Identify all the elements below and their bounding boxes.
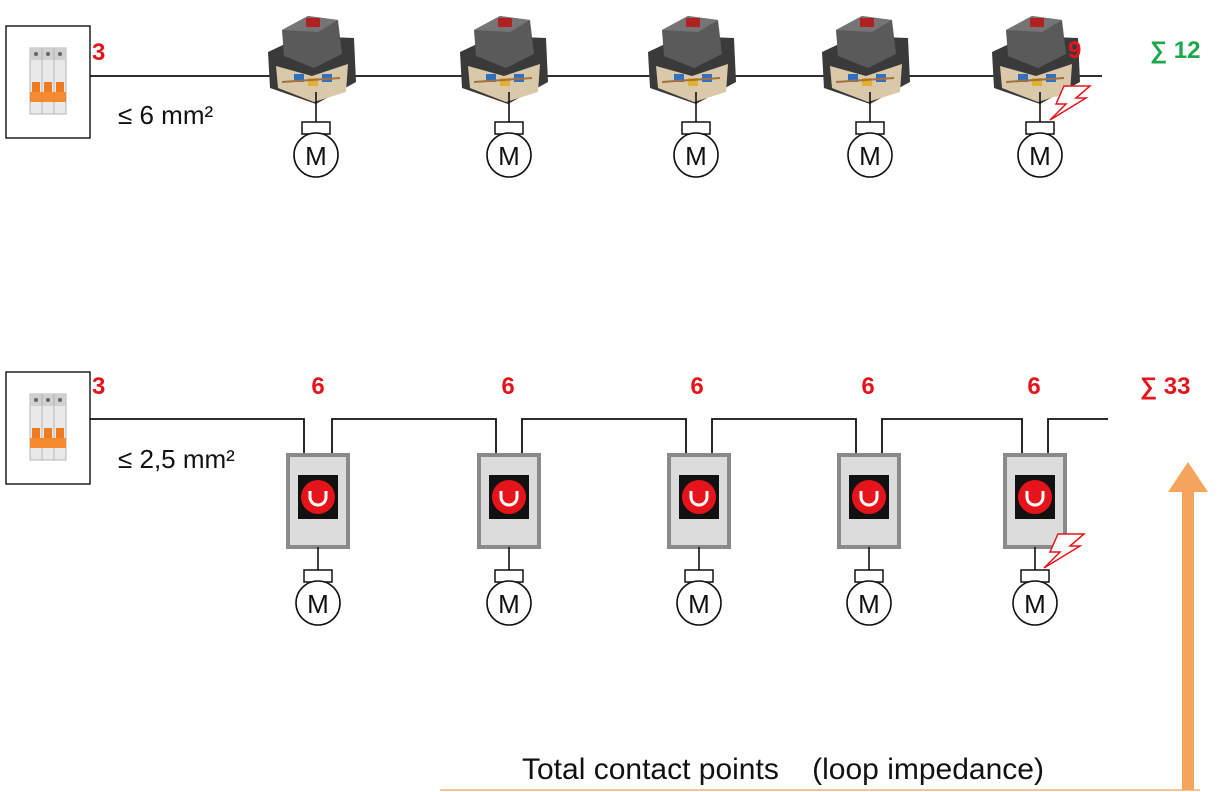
footer: Total contact points (loop impedance) xyxy=(440,462,1208,791)
motor-label: M xyxy=(498,141,520,171)
junction-box-icon xyxy=(267,15,357,105)
top-unit: M xyxy=(647,15,737,178)
junction-box-icon xyxy=(821,15,911,105)
bottom-row: 3 ≤ 2,5 mm² 6 M 6 M 6 M xyxy=(5,371,1190,626)
safety-switch-icon xyxy=(286,453,350,549)
bottom-total: ∑ 33 xyxy=(1140,373,1190,400)
motor-label: M xyxy=(498,589,520,619)
breaker-icon xyxy=(5,25,91,139)
bottom-unit: 6 M xyxy=(286,373,350,626)
switch-count: 6 xyxy=(501,373,514,400)
motor-label: M xyxy=(1029,141,1051,171)
motor-label: M xyxy=(1024,589,1046,619)
switch-count: 6 xyxy=(1027,373,1040,400)
junction-box-icon xyxy=(647,15,737,105)
motor-label: M xyxy=(688,589,710,619)
switch-count: 6 xyxy=(311,373,324,400)
top-unit: M xyxy=(459,15,549,178)
top-unit: M xyxy=(821,15,911,178)
breaker-icon xyxy=(5,371,91,485)
motor-label: M xyxy=(307,589,329,619)
motor-label: M xyxy=(305,141,327,171)
safety-switch-icon xyxy=(667,453,731,549)
junction-box-icon xyxy=(459,15,549,105)
top-total: ∑ 12 xyxy=(1150,37,1200,64)
arrow-up-icon xyxy=(1168,462,1208,492)
top-breaker-count: 3 xyxy=(92,39,105,66)
bottom-cross-section: ≤ 2,5 mm² xyxy=(118,444,235,474)
top-cross-section: ≤ 6 mm² xyxy=(118,100,213,130)
motor-label: M xyxy=(685,141,707,171)
motor-label: M xyxy=(858,589,880,619)
arrow-shaft xyxy=(1182,490,1194,790)
safety-switch-icon xyxy=(477,453,541,549)
footer-caption: Total contact points (loop impedance) xyxy=(522,753,1044,786)
switch-count: 6 xyxy=(861,373,874,400)
top-last-box-count: 9 xyxy=(1068,37,1081,64)
motor-label: M xyxy=(859,141,881,171)
switch-count: 6 xyxy=(690,373,703,400)
bottom-unit: 6 M xyxy=(1003,373,1085,626)
bottom-unit: 6 M xyxy=(667,373,731,626)
safety-switch-icon xyxy=(837,453,901,549)
bottom-unit: 6 M xyxy=(477,373,541,626)
bottom-unit: 6 M xyxy=(837,373,901,626)
top-unit: M xyxy=(991,15,1091,178)
bottom-breaker-count: 3 xyxy=(92,373,105,400)
safety-switch-icon xyxy=(1003,453,1067,549)
top-unit: M xyxy=(267,15,357,178)
top-row: 3 ≤ 6 mm² M M M M xyxy=(5,15,1200,178)
